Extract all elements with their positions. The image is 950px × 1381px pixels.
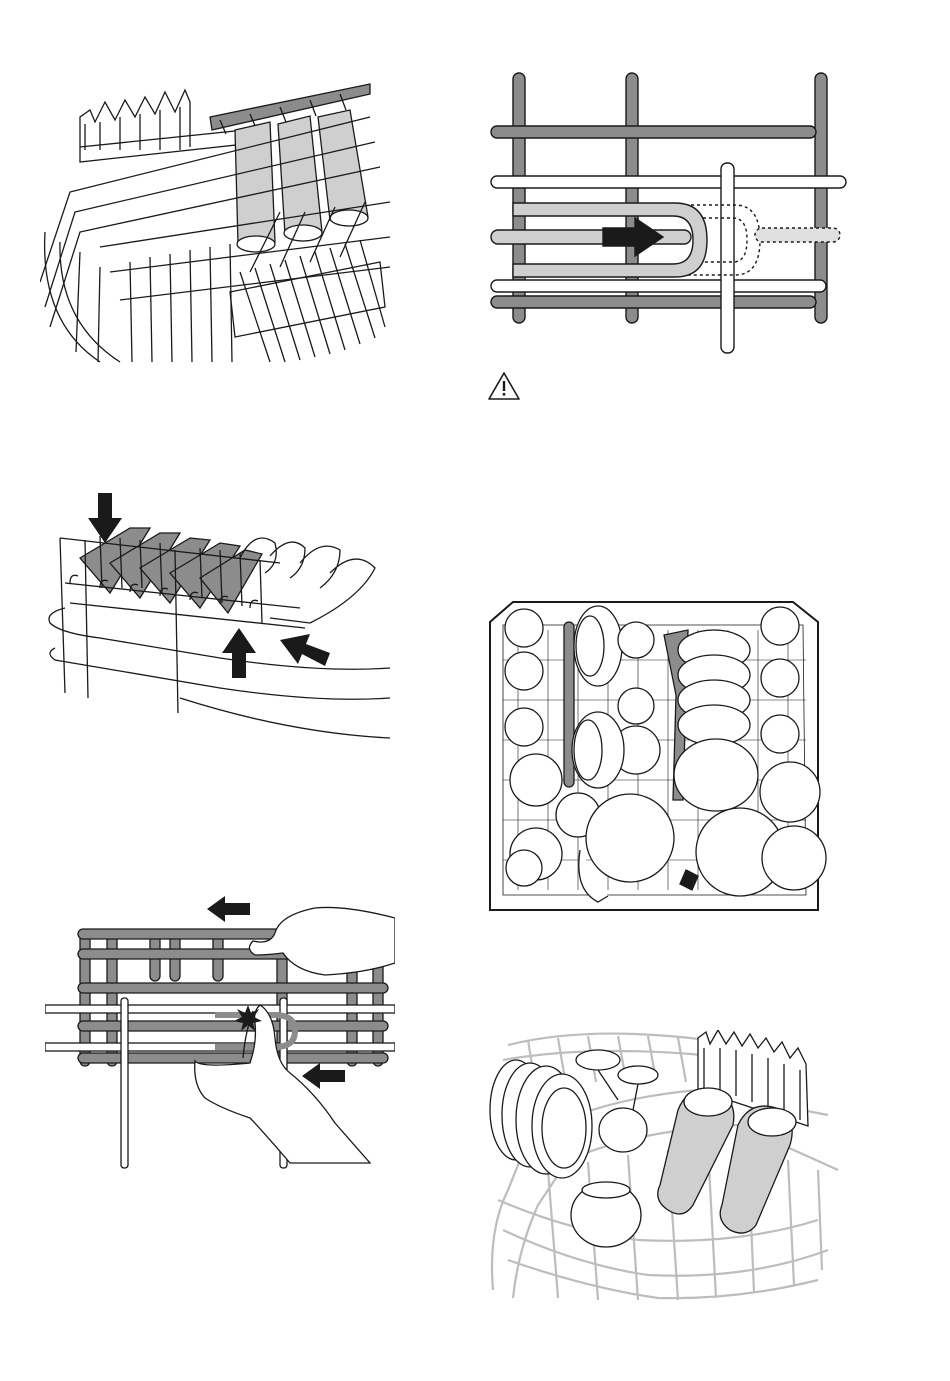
release-rack-hand-illustration	[45, 893, 395, 1173]
upper-basket-loaded-illustration	[488, 1030, 850, 1305]
rack-adjust-slider-illustration	[485, 68, 850, 358]
fold-rack-insert-illustration	[40, 488, 395, 746]
top-view-loaded-basket-illustration	[488, 600, 833, 915]
glass-holder-rack-illustration	[40, 72, 390, 367]
warning-triangle-icon	[486, 370, 522, 402]
